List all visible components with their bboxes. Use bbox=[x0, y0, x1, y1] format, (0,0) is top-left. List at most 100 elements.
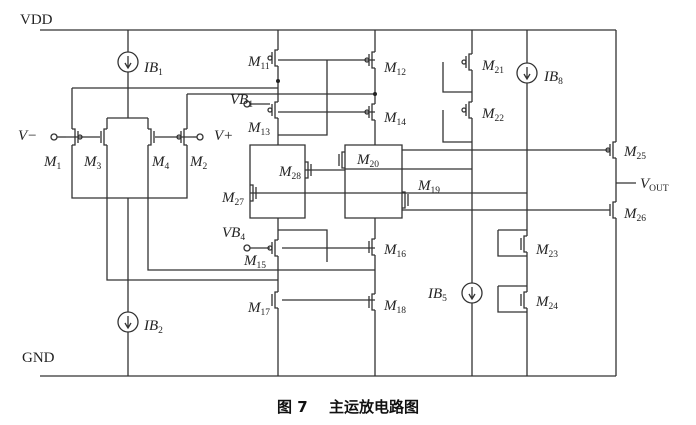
wire bbox=[442, 62, 472, 93]
label-sub: 25 bbox=[637, 152, 647, 162]
arrow-icon bbox=[124, 56, 132, 70]
label-m26: M26 bbox=[623, 206, 646, 224]
wire bbox=[249, 144, 306, 219]
transistor-m13-icon bbox=[274, 101, 278, 119]
transistor-m27-icon bbox=[250, 184, 254, 202]
transistor-m15-icon bbox=[274, 239, 278, 257]
wire bbox=[278, 60, 328, 136]
label-m21: M21 bbox=[481, 58, 504, 76]
figure-caption: 图 7 主运放电路图 bbox=[0, 396, 696, 417]
label-sub: 11 bbox=[261, 62, 270, 72]
vout-label: VOUT bbox=[640, 176, 669, 194]
label-sub: 18 bbox=[397, 306, 407, 316]
label-m25: M25 bbox=[623, 144, 646, 162]
label-m3: M3 bbox=[83, 154, 102, 172]
pmos-bubble-icon bbox=[364, 109, 370, 115]
label-m19: M19 bbox=[417, 178, 440, 196]
label-m4: M4 bbox=[151, 154, 170, 172]
transistor-m16-icon bbox=[371, 238, 375, 256]
transistor-m17-icon bbox=[274, 291, 278, 309]
label-sub: 16 bbox=[397, 250, 407, 260]
label-m17: M17 bbox=[247, 300, 270, 318]
wire bbox=[106, 145, 278, 281]
label-sub: 21 bbox=[495, 66, 505, 76]
label-sub: 22 bbox=[495, 114, 505, 124]
input-terminal-icon bbox=[50, 133, 58, 141]
devices bbox=[50, 49, 616, 333]
vb4-label: VB4 bbox=[222, 225, 245, 243]
wire bbox=[278, 229, 328, 262]
label-m24: M24 bbox=[535, 294, 558, 312]
vminus-label: V− bbox=[18, 128, 37, 144]
label-m14: M14 bbox=[383, 110, 406, 128]
label-m13: M13 bbox=[247, 120, 270, 138]
transistor-m18-icon bbox=[371, 293, 375, 311]
label-m16: M16 bbox=[383, 242, 406, 260]
transistor-m28-icon bbox=[305, 161, 309, 179]
wire bbox=[442, 110, 472, 143]
pmos-bubble-icon bbox=[267, 107, 273, 113]
input-terminal-icon bbox=[243, 244, 251, 252]
label-m15: M15 bbox=[243, 253, 266, 271]
vplus-label: V+ bbox=[214, 128, 233, 144]
vdd-label: VDD bbox=[20, 12, 53, 28]
label-m20: M20 bbox=[356, 152, 379, 170]
label-sub: 1 bbox=[57, 162, 62, 172]
transistor-m22-icon bbox=[468, 101, 472, 119]
junction-dot bbox=[373, 92, 377, 96]
pmos-bubble-icon bbox=[461, 59, 467, 65]
label-m12: M12 bbox=[383, 60, 406, 78]
label-sub: 12 bbox=[397, 68, 407, 78]
ib1-current-source-icon bbox=[117, 51, 139, 73]
label-sub: 26 bbox=[637, 214, 647, 224]
label-m27: M27 bbox=[221, 190, 244, 208]
label-sub: 24 bbox=[549, 302, 559, 312]
label-m18: M18 bbox=[383, 298, 406, 316]
transistor-m21-icon bbox=[468, 53, 472, 71]
junction-dot bbox=[276, 79, 280, 83]
pmos-bubble-icon bbox=[176, 134, 182, 140]
label-sub: 4 bbox=[165, 162, 170, 172]
ib2-current-source-icon bbox=[117, 311, 139, 333]
wire bbox=[147, 145, 375, 271]
arrow-icon bbox=[523, 67, 531, 81]
transistor-m2-icon bbox=[183, 128, 187, 146]
pmos-bubble-icon bbox=[605, 147, 611, 153]
op-amp-schematic: VDD GND IB1 IB2 IB5 IB8 V− V+ VB1 VB4 VO… bbox=[18, 12, 669, 377]
pmos-bubble-icon bbox=[77, 134, 83, 140]
label-sub: 17 bbox=[261, 308, 271, 318]
figure-title: 主运放电路图 bbox=[328, 398, 419, 416]
label-sub: 15 bbox=[257, 261, 267, 271]
pmos-bubble-icon bbox=[267, 55, 273, 61]
label-m1: M1 bbox=[43, 154, 62, 172]
transistor-m11-icon bbox=[274, 49, 278, 67]
transistor-m23-icon bbox=[523, 235, 527, 253]
ib5-label: IB5 bbox=[427, 286, 447, 304]
transistor-m19-icon bbox=[402, 191, 406, 209]
label-sub: 19 bbox=[431, 186, 441, 196]
wire bbox=[71, 145, 188, 199]
pmos-bubble-icon bbox=[461, 107, 467, 113]
transistor-m12-icon bbox=[371, 51, 375, 69]
transistor-m20-icon bbox=[341, 151, 345, 169]
label-sub: 14 bbox=[397, 118, 407, 128]
input-terminal-icon bbox=[243, 100, 251, 108]
label-sub: 13 bbox=[261, 128, 271, 138]
ib1-label: IB1 bbox=[143, 60, 163, 78]
figure-number: 图 7 bbox=[277, 398, 308, 416]
transistor-m25-icon bbox=[612, 141, 616, 159]
transistor-m3-icon bbox=[103, 128, 107, 146]
gnd-label: GND bbox=[22, 350, 55, 366]
wire bbox=[344, 144, 403, 219]
label-sub: 28 bbox=[292, 172, 302, 182]
label-m22: M22 bbox=[481, 106, 504, 124]
arrow-icon bbox=[468, 287, 476, 301]
transistor-m14-icon bbox=[371, 103, 375, 121]
transistor-m24-icon bbox=[523, 291, 527, 309]
wire bbox=[497, 230, 527, 257]
ib8-current-source-icon bbox=[516, 62, 538, 84]
transistor-m4-icon bbox=[148, 128, 152, 146]
ib8-label: IB8 bbox=[543, 69, 563, 87]
wires bbox=[40, 29, 636, 377]
label-sub: 3 bbox=[97, 162, 102, 172]
